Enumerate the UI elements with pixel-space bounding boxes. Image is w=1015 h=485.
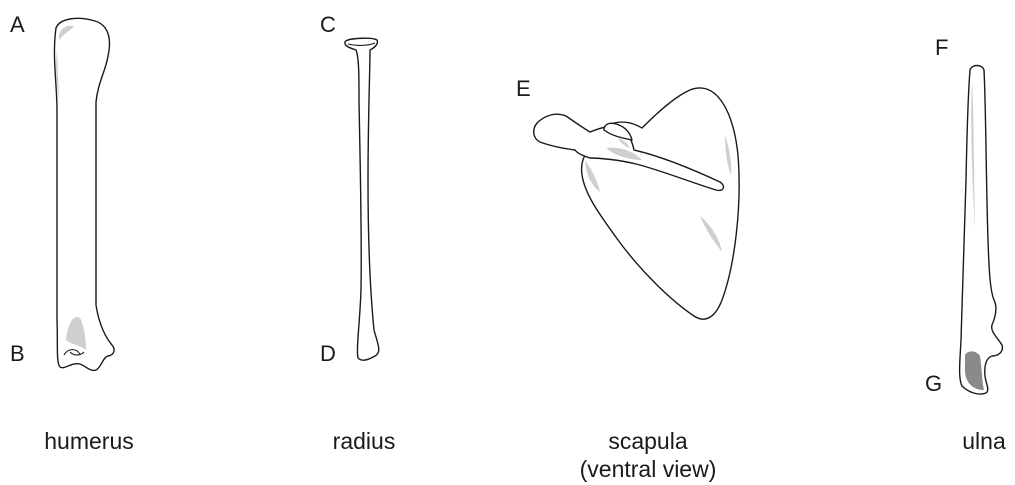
humerus-bone	[54, 18, 114, 370]
label-f: F	[935, 37, 948, 59]
caption-radius: radius	[333, 428, 396, 456]
radius-bone	[345, 38, 379, 360]
caption-scapula-name: scapula	[580, 428, 717, 456]
ulna-bone	[960, 66, 1003, 395]
caption-scapula-view: (ventral view)	[580, 456, 717, 484]
caption-ulna: ulna	[962, 428, 1005, 456]
label-b: B	[10, 343, 25, 365]
label-e: E	[516, 78, 531, 100]
label-a: A	[10, 14, 25, 36]
caption-humerus: humerus	[44, 428, 133, 456]
label-c: C	[320, 14, 336, 36]
caption-scapula: scapula (ventral view)	[580, 428, 717, 483]
label-d: D	[320, 343, 336, 365]
label-g: G	[925, 373, 942, 395]
scapula-bone	[534, 88, 739, 319]
